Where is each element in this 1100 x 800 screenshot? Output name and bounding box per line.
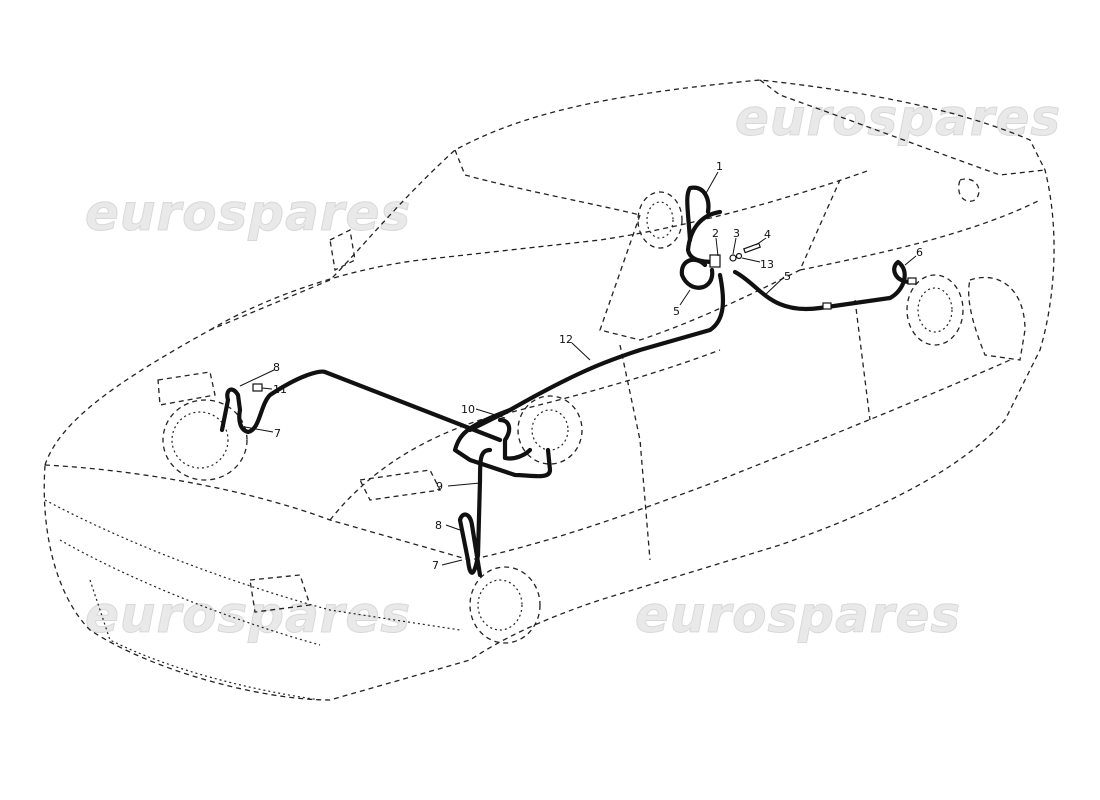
- watermarks: eurospares eurospares eurospares eurospa…: [85, 89, 1061, 645]
- junction-block: [709, 254, 721, 268]
- bolt: [729, 254, 737, 262]
- car-outline: [43, 79, 1055, 701]
- watermark: eurospares: [735, 89, 1061, 147]
- brake-pipes: [219, 185, 913, 578]
- callout-7b: 7: [432, 559, 439, 572]
- callout-3: 3: [733, 227, 740, 240]
- callout-9: 9: [436, 480, 443, 493]
- callout-8a: 8: [273, 361, 280, 374]
- callout-11: 11: [273, 383, 287, 396]
- callout-6: 6: [916, 246, 923, 259]
- callout-4: 4: [764, 228, 771, 241]
- union: [907, 277, 917, 285]
- bolt: [743, 242, 761, 254]
- callout-2: 2: [712, 227, 719, 240]
- callout-1: 1: [716, 160, 723, 173]
- callouts: 1 2 3 4 13 5 5 6 12 8 11 7 10 9 8 7: [273, 160, 923, 572]
- callout-10: 10: [461, 403, 475, 416]
- watermark: eurospares: [85, 586, 411, 644]
- callout-5b: 5: [784, 270, 791, 283]
- watermark: eurospares: [635, 586, 961, 644]
- fittings: [252, 242, 917, 392]
- callout-5a: 5: [673, 305, 680, 318]
- washer: [735, 252, 743, 260]
- callout-12: 12: [559, 333, 573, 346]
- callout-13: 13: [760, 258, 774, 271]
- callout-8b: 8: [435, 519, 442, 532]
- callout-7a: 7: [274, 427, 281, 440]
- union: [822, 302, 832, 310]
- leader-lines: [239, 171, 917, 566]
- watermark: eurospares: [85, 184, 411, 242]
- grommet: [252, 383, 263, 392]
